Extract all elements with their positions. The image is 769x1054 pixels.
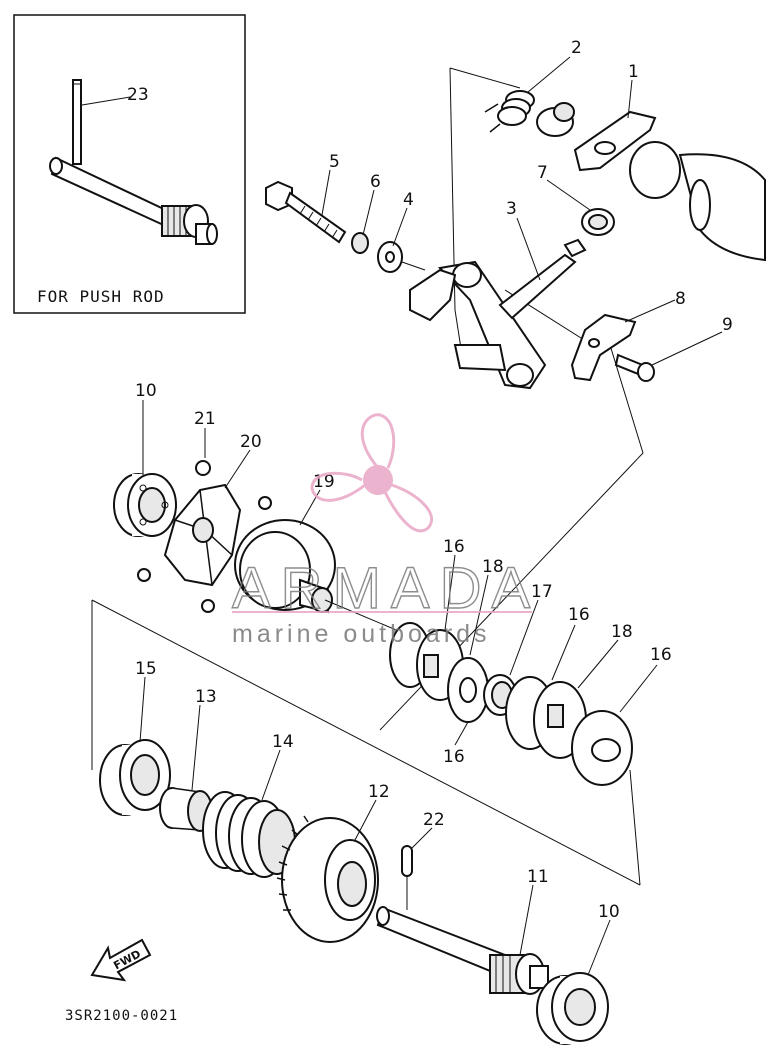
callout-6: 6 [370,172,381,192]
clutch-dog-part [163,483,242,587]
shift-linkage-group [265,67,766,731]
callout-18-a: 18 [482,557,504,577]
callout-5: 5 [329,152,340,172]
callout-14: 14 [272,732,294,752]
seal-housing-part [99,739,171,816]
shift-arm-part [409,238,587,390]
ball-bearing-lower [536,972,609,1045]
leader-lines [81,56,723,976]
callout-9: 9 [722,315,733,335]
forward-gear-part [276,815,379,943]
callout-16-d: 16 [443,747,465,767]
callout-18-b: 18 [611,622,633,642]
fwd-arrow: FWD [90,938,152,982]
inset-caption: FOR PUSH ROD [37,287,165,306]
callout-16-a: 16 [443,537,465,557]
armada-watermark: ARMADA marine outboards [231,413,540,648]
washer-stack [389,622,633,786]
callout-10-upper: 10 [135,381,157,401]
bevel-gear-part [234,519,336,614]
callout-17: 17 [531,582,553,602]
diagram-code: 3SR2100-0021 [65,1008,178,1024]
callout-23: 23 [127,85,149,105]
callout-13: 13 [195,687,217,707]
callout-20: 20 [240,432,262,452]
coil-spring-part [202,791,296,878]
watermark-brand: ARMADA [232,556,540,621]
callout-7: 7 [537,163,548,183]
push-rod-inset: FOR PUSH ROD [13,14,246,314]
callout-11: 11 [527,867,549,887]
propeller-logo [310,413,434,533]
callout-2: 2 [571,38,582,58]
ball-bearing-upper [113,473,177,537]
callout-8: 8 [675,289,686,309]
callout-12: 12 [368,782,390,802]
callout-1: 1 [628,62,639,82]
callout-16-b: 16 [568,605,590,625]
bolt-part [265,180,347,244]
callout-3: 3 [506,199,517,219]
callout-22: 22 [423,810,445,830]
callout-10-lower: 10 [598,902,620,922]
callout-16-c: 16 [650,645,672,665]
spring-part [484,90,535,133]
callout-4: 4 [403,190,414,210]
watermark-tagline: marine outboards [232,620,491,648]
clutch-assembly-group [113,460,633,786]
propeller-shaft-part [376,906,549,995]
callout-21: 21 [194,409,216,429]
callout-15: 15 [135,659,157,679]
